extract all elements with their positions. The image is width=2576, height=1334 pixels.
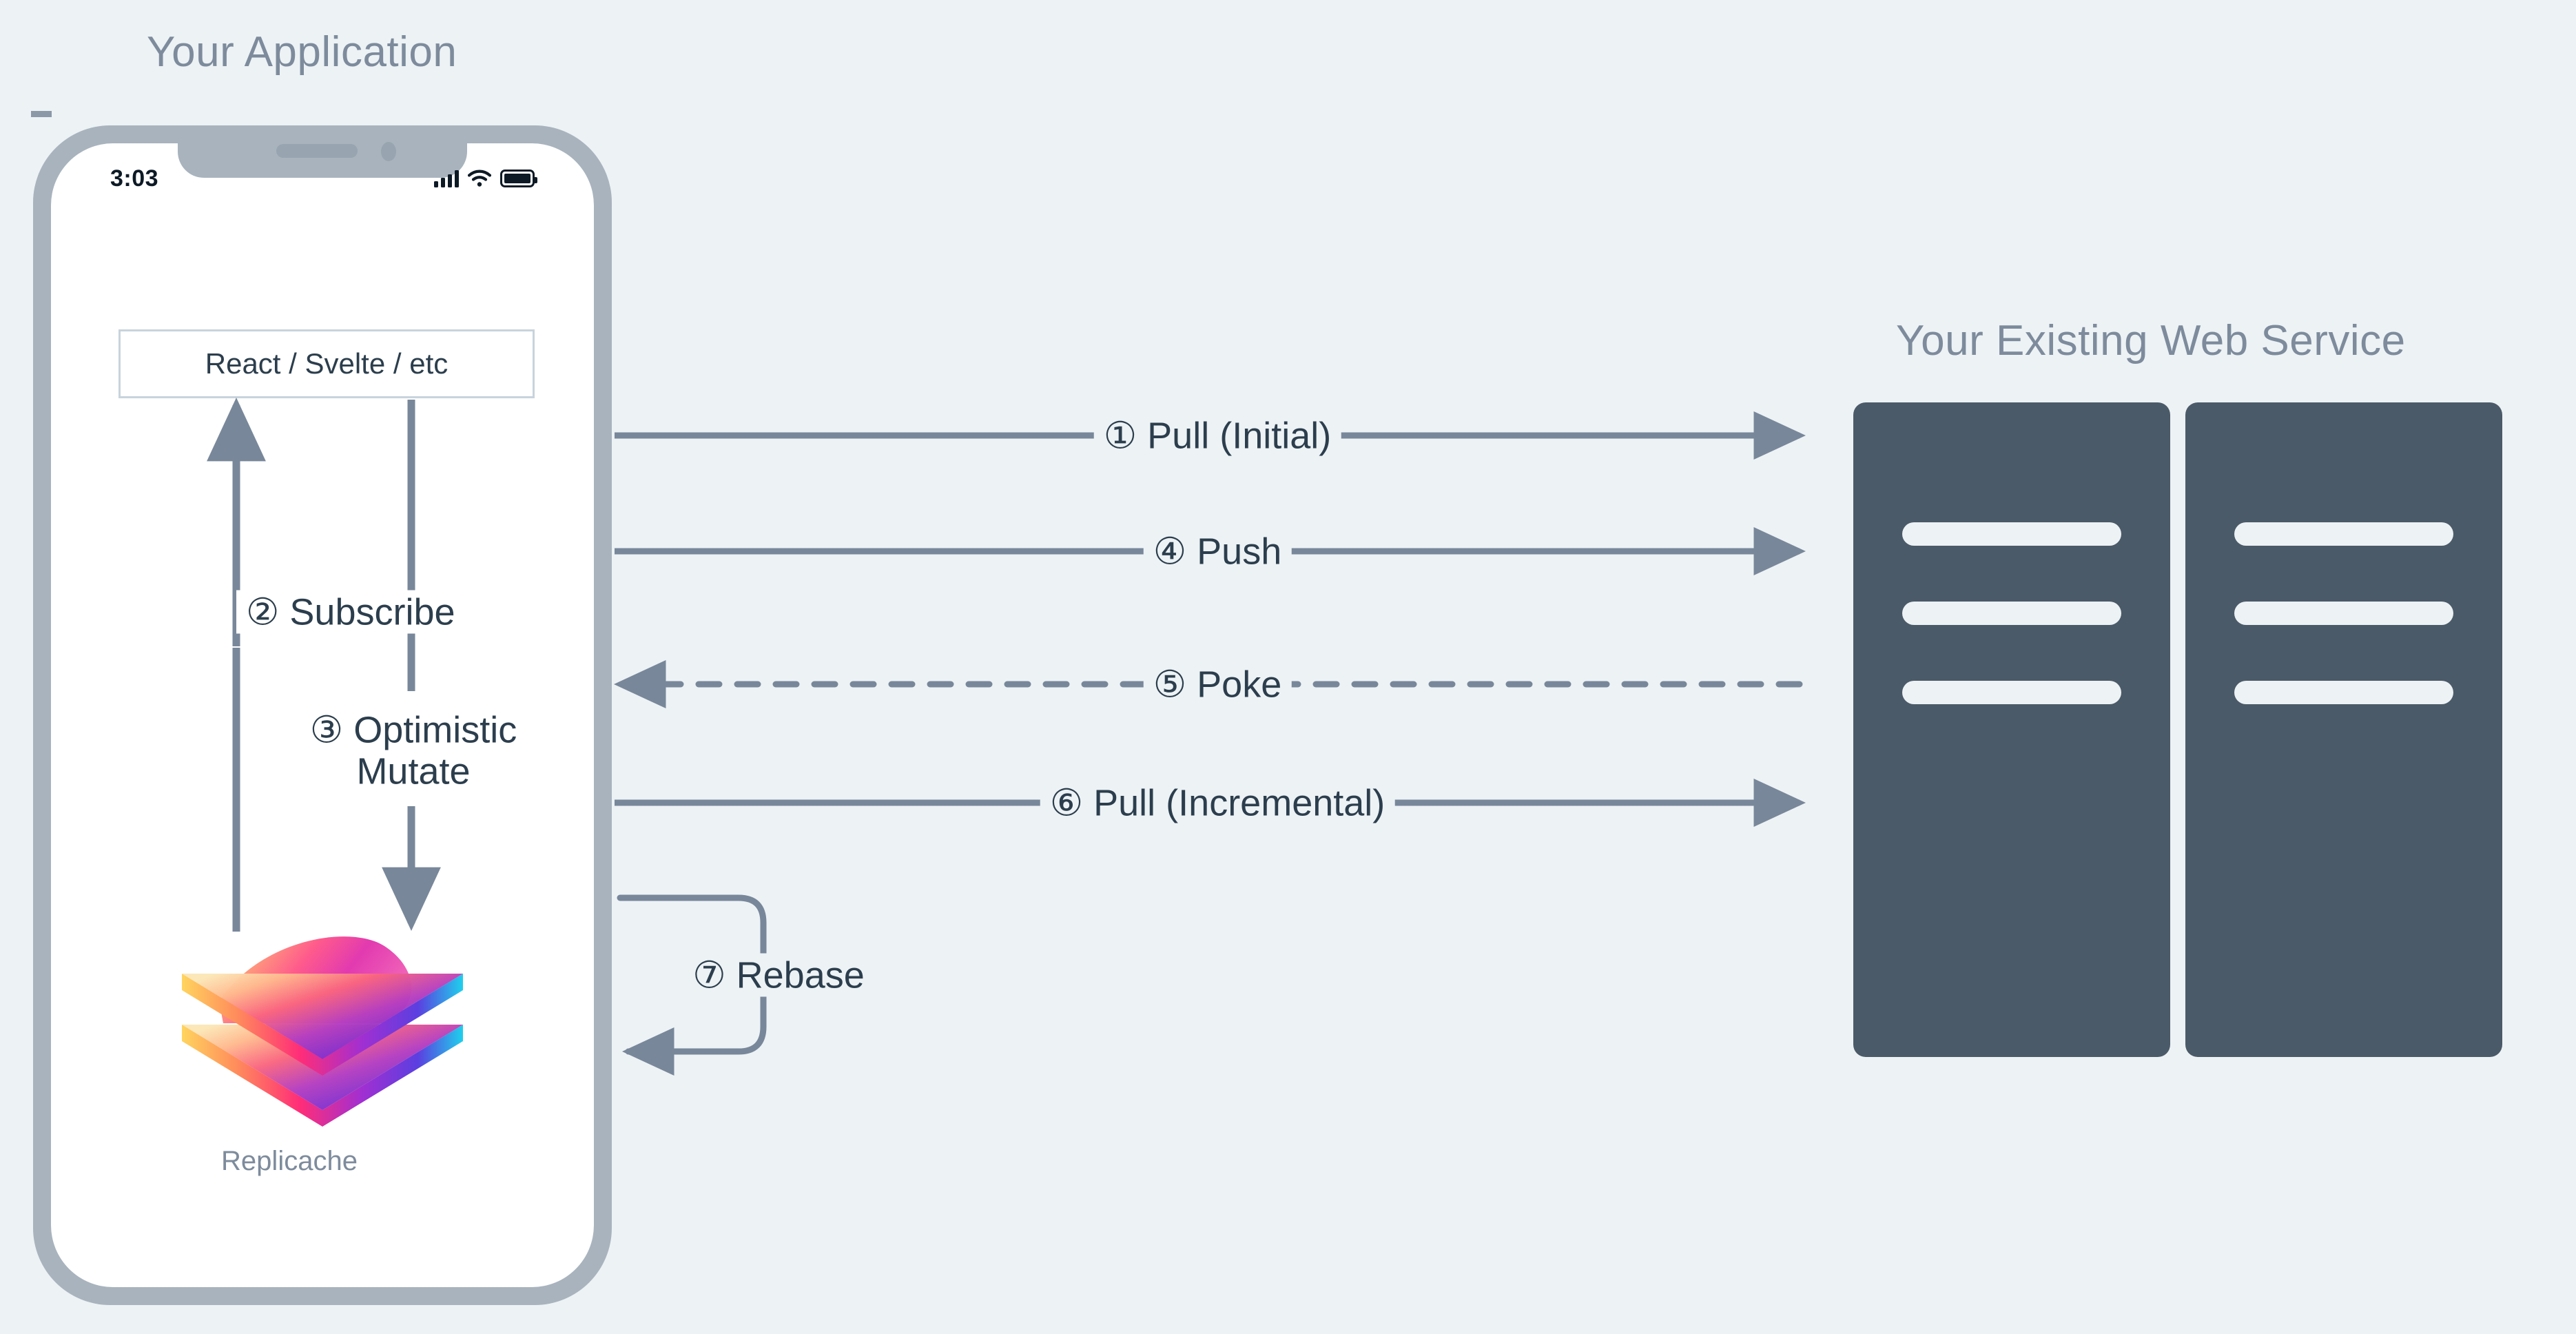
wifi-icon (468, 170, 491, 187)
status-bar-clock: 3:03 (110, 165, 159, 192)
server-slot (1902, 522, 2121, 546)
flow-label-rebase: ⑦ Rebase (683, 953, 874, 997)
phone-camera-dot-icon (381, 142, 396, 161)
cellular-signal-icon (434, 170, 459, 187)
application-panel-title: Your Application (147, 28, 457, 76)
phone-speaker-grille-icon (276, 144, 358, 158)
status-bar-icons (434, 170, 537, 187)
framework-box-label: React / Svelte / etc (205, 347, 449, 380)
framework-box: React / Svelte / etc (119, 329, 535, 398)
flow-label-pull-incremental: ⑥ Pull (Incremental) (1040, 781, 1395, 825)
flow-label-push: ④ Push (1143, 529, 1292, 573)
replicache-layers-logo (178, 920, 467, 1127)
web-service-panel-title: Your Existing Web Service (1896, 317, 2406, 365)
flow-label-optimistic-mutate: ③ Optimistic Mutate (259, 709, 568, 793)
flow-label-subscribe: ② Subscribe (236, 590, 465, 634)
server-rack-2 (2185, 402, 2502, 1057)
phone-status-bar: 3:03 (51, 160, 594, 197)
server-rack-1 (1853, 402, 2170, 1057)
flow-label-pull-initial: ① Pull (Initial) (1093, 413, 1341, 458)
battery-icon (500, 170, 537, 187)
server-slot (2234, 602, 2453, 625)
server-slot (1902, 602, 2121, 625)
server-slot (2234, 522, 2453, 546)
flow-label-poke: ⑤ Poke (1143, 662, 1292, 706)
server-slot (2234, 681, 2453, 704)
replicache-label: Replicache (221, 1146, 358, 1176)
alignment-tick-mark (31, 111, 52, 117)
server-slot (1902, 681, 2121, 704)
